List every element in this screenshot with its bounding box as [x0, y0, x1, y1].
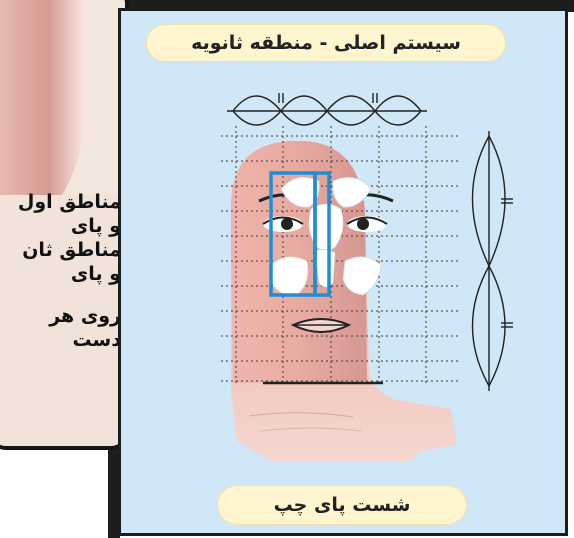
left-line-4: و پای [0, 262, 121, 286]
side-scale-lobes [473, 131, 514, 391]
left-panel-text: مناطق اول و پای مناطق ثان و پای روی هر د… [0, 190, 121, 352]
right-diagram-panel: سیستم اصلی - منطقه ثانویه شست پای چپ [118, 8, 568, 536]
top-scale-lobes [227, 93, 427, 125]
left-line-1: مناطق اول [0, 190, 121, 214]
left-info-panel: مناطق اول و پای مناطق ثان و پای روی هر د… [0, 0, 129, 450]
left-line-3: مناطق ثان [0, 238, 121, 262]
left-line-gap [0, 286, 121, 304]
diagram-caption: شست پای چپ [217, 485, 467, 525]
left-line-2: و پای [0, 214, 121, 238]
toe-reflexology-diagram [121, 11, 565, 533]
left-line-7: دست [0, 328, 121, 352]
left-line-6: روی هر [0, 304, 121, 328]
thumb-image [0, 0, 125, 195]
diagram-title: سیستم اصلی - منطقه ثانویه [146, 24, 506, 62]
